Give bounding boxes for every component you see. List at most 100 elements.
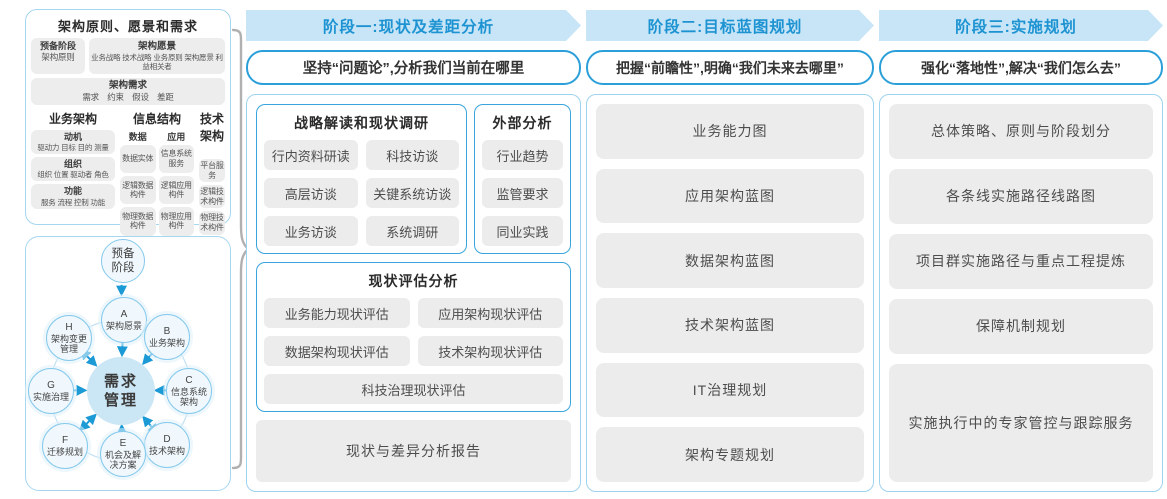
- phase-3-content-panel: 总体策略、原则与阶段划分 各条线实施路径线路图 项目群实施路径与重点工程提炼 保…: [879, 94, 1163, 492]
- adm-node-d: D 技术架构: [144, 422, 190, 468]
- phase-1-subtitle: 坚持“问题论”,分析我们当前在哪里: [246, 50, 581, 85]
- phase-3-column: 阶段三:实施规划 强化“落地性”,解决“我们怎么去” 总体策略、原则与阶段划分 …: [879, 10, 1163, 492]
- phases-area: 阶段一:现状及差距分析 坚持“问题论”,分析我们当前在哪里 战略解读和现状调研 …: [246, 10, 1163, 492]
- logical-app-box: 逻辑应用构件: [158, 176, 194, 205]
- adm-node-preliminary-label: 预备阶段: [111, 247, 135, 274]
- adm-node-a-id: A: [120, 309, 128, 321]
- external-item: 行业趋势: [482, 140, 563, 170]
- survey-item: 系统调研: [365, 216, 459, 246]
- info-system-service-box: 信息系统服务: [158, 144, 194, 174]
- adm-node-a-label: 架构愿景: [105, 320, 142, 331]
- phase-2-item: 应用架构蓝图: [596, 168, 864, 224]
- application-subtitle: 应用: [167, 131, 186, 142]
- framework-panel: 架构原则、愿景和需求 预备阶段 架构原则 架构愿景 业务战略 技术战略 业务原则…: [25, 9, 231, 275]
- adm-node-d-label: 技术架构: [148, 445, 185, 456]
- phase-3-item: 各条线实施路径线路图: [889, 168, 1153, 224]
- external-item: 监管要求: [482, 178, 563, 208]
- assessment-item: 数据架构现状评估: [264, 336, 410, 366]
- physical-tech-box: 物理技术构件: [199, 211, 225, 235]
- phase-1-column: 阶段一:现状及差距分析 坚持“问题论”,分析我们当前在哪里 战略解读和现状调研 …: [246, 10, 581, 492]
- survey-item: 科技访谈: [365, 140, 459, 170]
- application-subcolumn: 应用 信息系统服务 逻辑应用构件 物理应用构件: [158, 130, 194, 239]
- adm-node-c-id: C: [185, 375, 193, 387]
- adm-node-g-id: G: [47, 380, 55, 392]
- adm-cycle-panel: 预备阶段 A 架构愿景 B 业务架构 C 信息系统架构 D 技术架构 E 机会及…: [25, 236, 231, 491]
- organization-sub: 组织 位置 驱动者 角色: [37, 170, 109, 180]
- requirement-sub: 需求 约束 假设 差距: [82, 91, 174, 102]
- logical-app-label: 逻辑应用构件: [160, 180, 192, 200]
- logical-data-label: 逻辑数据构件: [122, 180, 154, 200]
- vision-sub: 业务战略 技术战略 业务原则 架构愿景 利益相关者: [91, 52, 223, 71]
- data-subtitle: 数据: [128, 131, 147, 142]
- adm-node-c-label: 信息系统架构: [170, 386, 207, 407]
- function-sub: 服务 流程 控制 功能: [40, 197, 106, 207]
- external-analysis-title: 外部分析: [492, 115, 553, 131]
- assessment-group: 现状评估分析 业务能力现状评估 应用架构现状评估 数据架构现状评估 技术架构现状…: [256, 262, 571, 412]
- phase-3-item: 总体策略、原则与阶段划分: [889, 104, 1153, 159]
- prep-stage-title: 预备阶段: [39, 41, 76, 51]
- phase-1-content-panel: 战略解读和现状调研 行内资料研读 科技访谈 高层访谈 关键系统访谈 业务访谈 系…: [246, 94, 581, 492]
- function-box: 功能 服务 流程 控制 功能: [31, 184, 115, 209]
- data-subcolumn: 数据 数据实体 逻辑数据构件 物理数据构件: [120, 130, 156, 239]
- assessment-item: 业务能力现状评估: [264, 298, 410, 328]
- motivation-box: 动机 驱动力 目标 目的 测量: [31, 129, 115, 155]
- survey-item: 业务访谈: [264, 216, 358, 246]
- logical-data-box: 逻辑数据构件: [120, 176, 156, 205]
- adm-node-f: F 迁移规划: [42, 423, 88, 469]
- survey-item: 关键系统访谈: [365, 178, 459, 208]
- adm-node-f-label: 迁移规划: [46, 446, 83, 457]
- vision-box: 架构愿景 业务战略 技术战略 业务原则 架构愿景 利益相关者: [89, 38, 225, 74]
- phase-2-header-banner: 阶段二:目标蓝图规划: [586, 10, 874, 41]
- framework-title: 架构原则、愿景和需求: [57, 19, 198, 34]
- phase-2-item: 架构专题规划: [596, 427, 864, 483]
- adm-node-b-label: 业务架构: [148, 337, 185, 348]
- phase-2-subtitle: 把握“前瞻性”,明确“我们未来去哪里”: [586, 50, 874, 85]
- phase-2-item: 技术架构蓝图: [596, 298, 864, 353]
- information-structure-title: 信息结构: [132, 111, 181, 126]
- motivation-sub: 驱动力 目标 目的 测量: [37, 143, 109, 153]
- survey-item: 行内资料研读: [264, 140, 358, 170]
- survey-group: 战略解读和现状调研 行内资料研读 科技访谈 高层访谈 关键系统访谈 业务访谈 系…: [256, 104, 467, 254]
- adm-node-preliminary: 预备阶段: [101, 239, 145, 283]
- technology-architecture-column: 技术架构 平台服务 逻辑技术构件 物理技术构件: [199, 110, 225, 238]
- adm-node-e-id: E: [119, 438, 127, 450]
- adm-node-h-id: H: [65, 322, 73, 334]
- assessment-group-title: 现状评估分析: [368, 273, 459, 289]
- adm-node-b-id: B: [163, 326, 171, 338]
- vision-title: 架构愿景: [137, 41, 176, 52]
- physical-data-label: 物理数据构件: [122, 211, 154, 231]
- physical-app-label: 物理应用构件: [160, 211, 192, 231]
- phase-2-item: IT治理规划: [596, 362, 864, 418]
- adm-node-d-id: D: [163, 434, 171, 446]
- external-item: 同业实践: [482, 216, 563, 246]
- adm-center-label: 需求管理: [103, 372, 138, 410]
- function-title: 功能: [63, 186, 82, 197]
- information-structure-column: 信息结构 数据 数据实体 逻辑数据构件 物理数据构件 应用 信息系统服务 逻辑应…: [120, 110, 194, 238]
- adm-node-b: B 业务架构: [144, 314, 190, 360]
- logical-tech-box: 逻辑技术构件: [199, 185, 225, 209]
- physical-data-box: 物理数据构件: [120, 207, 156, 236]
- logical-tech-label: 逻辑技术构件: [200, 187, 224, 206]
- adm-node-e: E 机会及解决方案: [100, 431, 146, 477]
- adm-node-g-label: 实施治理: [32, 391, 69, 402]
- platform-service-box: 平台服务: [199, 158, 225, 183]
- info-system-service-label: 信息系统服务: [160, 149, 192, 169]
- business-architecture-column: 业务架构 动机 驱动力 目标 目的 测量 组织 组织 位置 驱动者 角色 功能 …: [31, 110, 115, 238]
- phase-2-item: 业务能力图: [596, 104, 864, 159]
- adm-center-requirements-management: 需求管理: [87, 357, 155, 425]
- organization-box: 组织 组织 位置 驱动者 角色: [31, 157, 115, 182]
- motivation-title: 动机: [63, 131, 82, 142]
- organization-title: 组织: [63, 159, 82, 170]
- requirement-title: 架构需求: [108, 79, 147, 91]
- adm-node-e-label: 机会及解决方案: [104, 449, 141, 470]
- adm-node-h: H 架构变更管理: [46, 315, 92, 361]
- physical-tech-label: 物理技术构件: [200, 213, 224, 232]
- adm-node-h-label: 架构变更管理: [50, 333, 87, 354]
- phase-3-item: 实施执行中的专家管控与跟踪服务: [889, 363, 1153, 482]
- adm-node-g: G 实施治理: [28, 368, 74, 414]
- phase-2-column: 阶段二:目标蓝图规划 把握“前瞻性”,明确“我们未来去哪里” 业务能力图 应用架…: [586, 10, 874, 492]
- phase-1-header-banner: 阶段一:现状及差距分析: [246, 10, 581, 41]
- adm-node-f-id: F: [61, 435, 69, 447]
- adm-node-a: A 架构愿景: [101, 297, 147, 343]
